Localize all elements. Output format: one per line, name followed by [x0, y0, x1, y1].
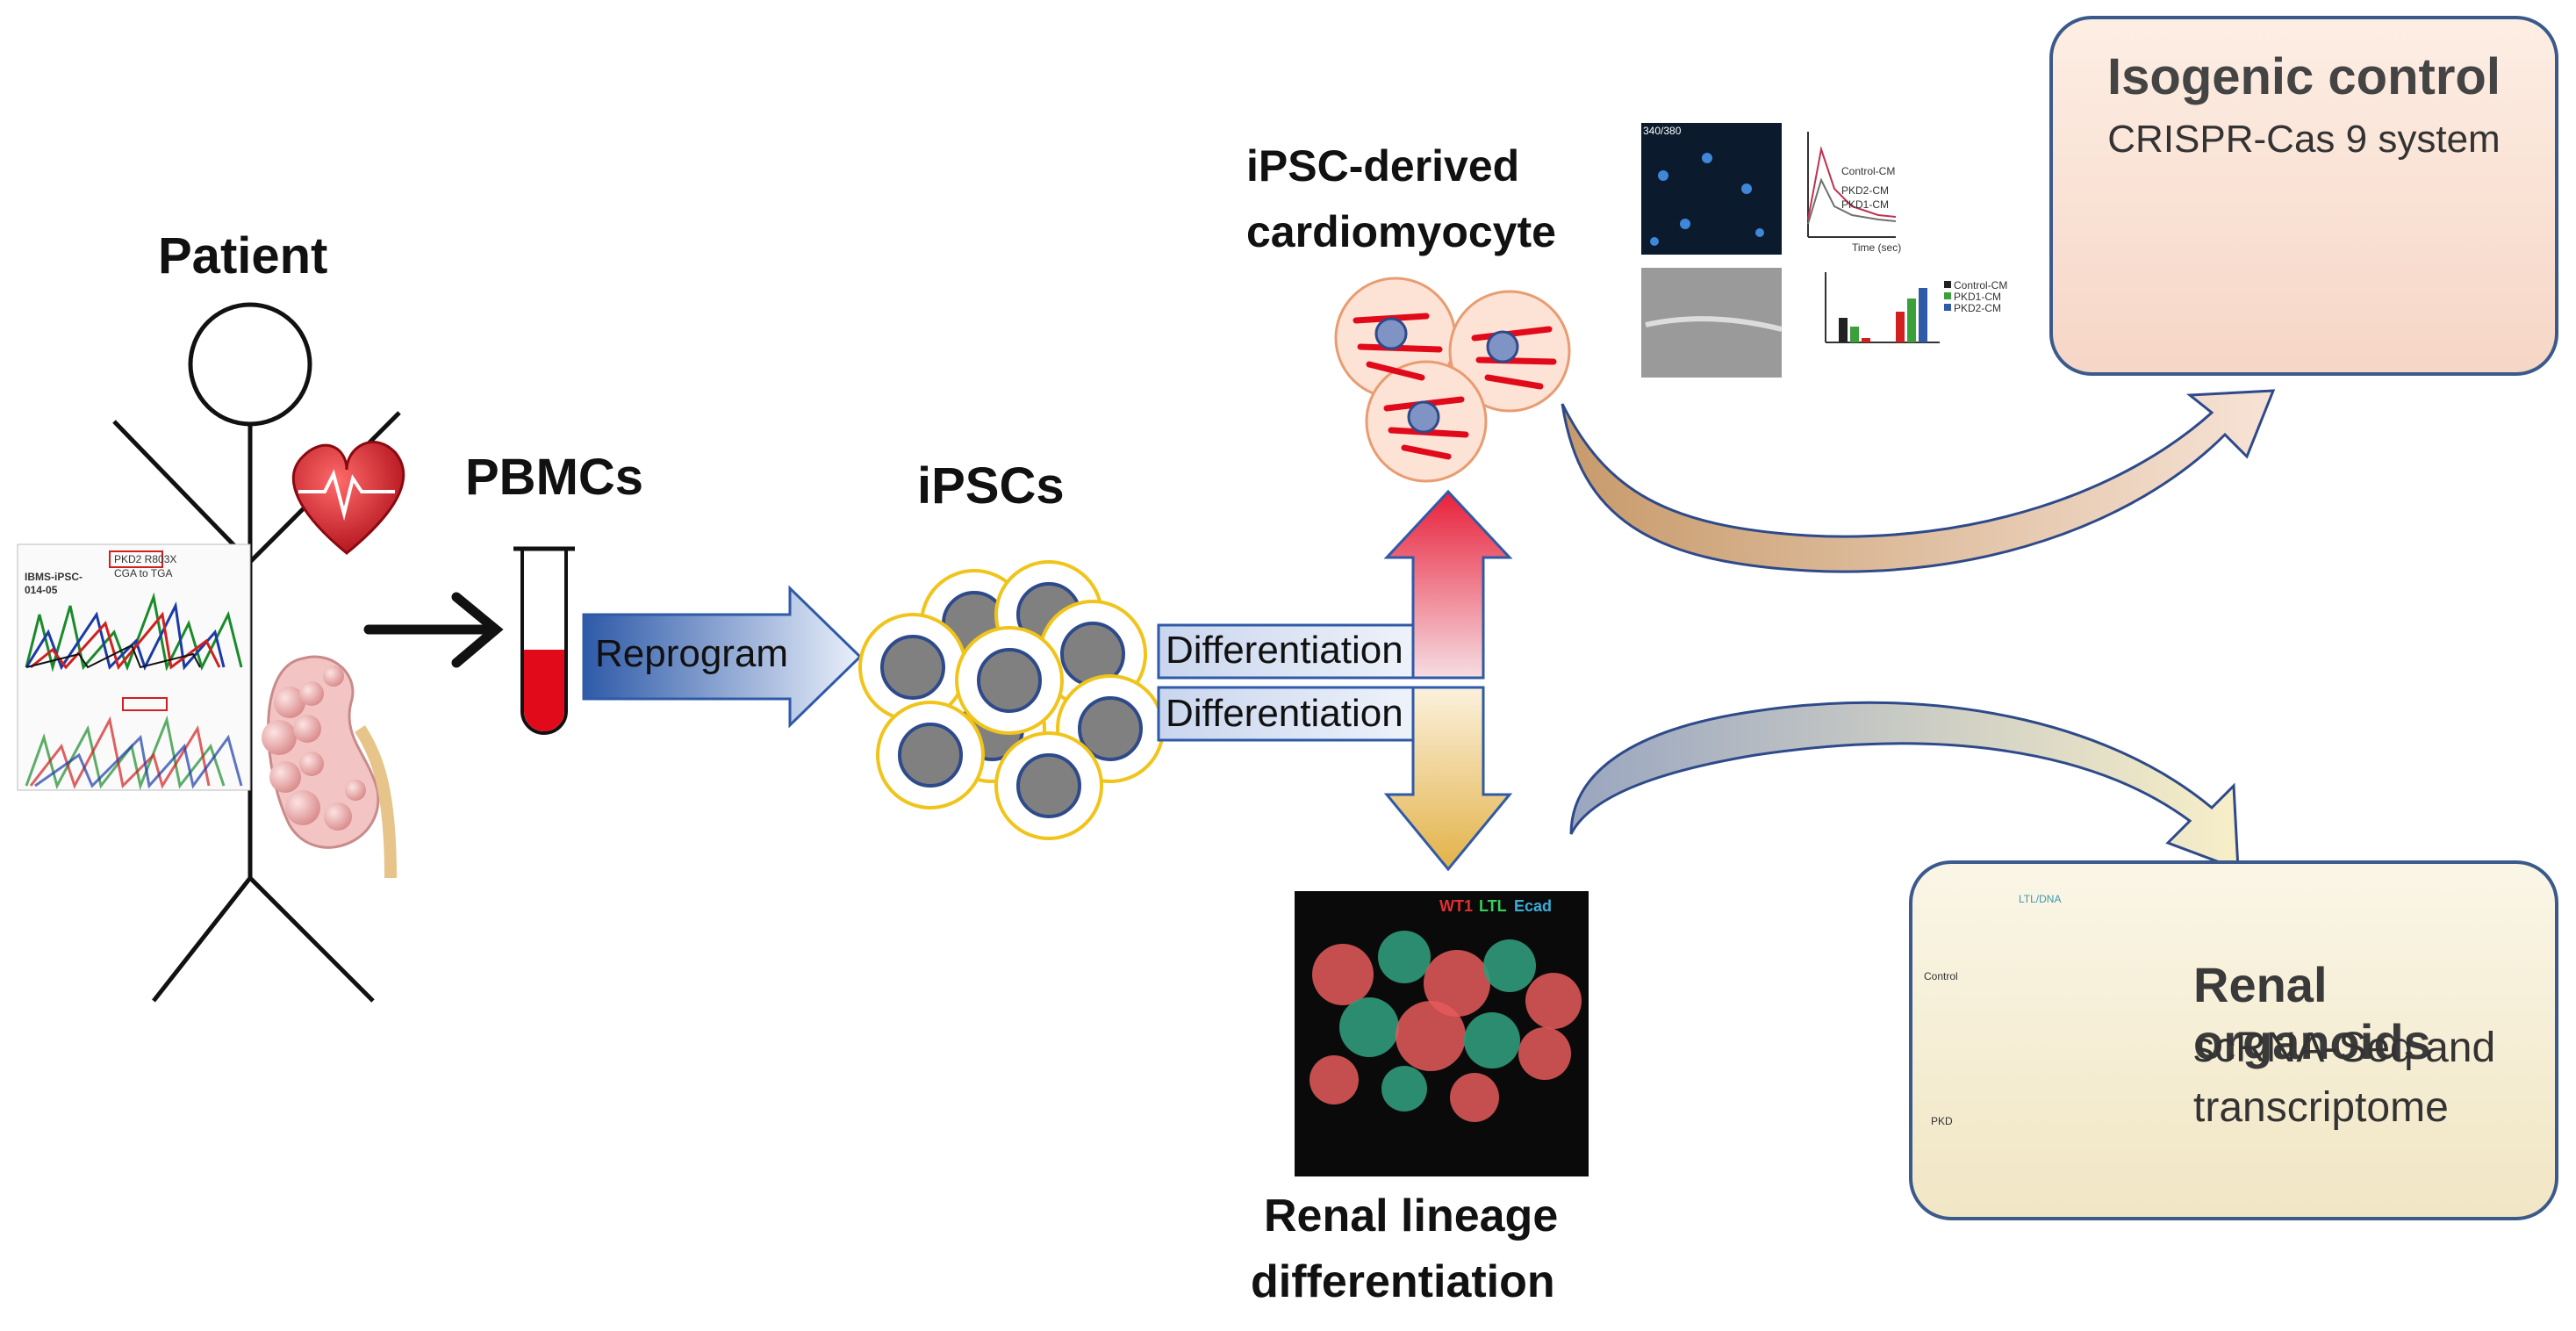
- wt1-label: WT1: [1439, 897, 1473, 915]
- calcium-line-chart: [1807, 132, 1897, 238]
- isogenic-control-box: Isogenic control CRISPR-Cas 9 system: [2049, 16, 2558, 376]
- line-legend-2: PKD2-CM: [1841, 184, 1890, 197]
- cardiomyocyte-cell-icon: [1334, 277, 1571, 483]
- isogenic-title: Isogenic control: [2107, 48, 2501, 105]
- patient-label: Patient: [158, 227, 328, 284]
- reprogram-label: Reprogram: [595, 632, 789, 675]
- renal-organoids-box: Renal organoids scRNA-Seq and transcript…: [1909, 860, 2558, 1220]
- renal-label-line1: Renal lineage: [1264, 1191, 1559, 1241]
- sample-id-line2: 014-05: [25, 584, 58, 596]
- organoid-panel-header: LTL/DNA: [2019, 893, 2062, 905]
- ratio-label: 340/380: [1643, 125, 1682, 137]
- curved-arrow-organoids: [1569, 701, 2240, 872]
- blood-tube-icon: [513, 546, 575, 735]
- line-legend-3: PKD1-CM: [1841, 198, 1890, 211]
- bar-legend-3: PKD2-CM: [1954, 302, 2002, 314]
- line-xlabel: Time (sec): [1852, 241, 1902, 254]
- curved-arrow-isogenic: [1561, 389, 2276, 573]
- kidney-icon: [262, 655, 397, 879]
- pbmcs-label: PBMCs: [465, 449, 644, 506]
- line-legend-1: Control-CM: [1841, 165, 1896, 177]
- cardio-label-line2: cardiomyocyte: [1246, 207, 1556, 256]
- bar-legend-1: Control-CM: [1954, 279, 2008, 291]
- sequencing-chromatogram: [17, 543, 251, 791]
- ecad-label: Ecad: [1514, 897, 1553, 915]
- organoid-row-control: Control: [1924, 970, 1958, 982]
- cardio-label-line1: iPSC-derived: [1246, 141, 1520, 191]
- reprogram-arrow: [582, 585, 863, 729]
- sample-id-line1: IBMS-iPSC-: [25, 571, 83, 583]
- organoids-line2: transcriptome: [2193, 1084, 2449, 1131]
- calcium-bar-chart: [1825, 272, 1951, 343]
- bar-legend-2: PKD1-CM: [1954, 291, 2002, 303]
- differentiation-down-label: Differentiation: [1166, 692, 1403, 735]
- organoid-row-pkd: PKD: [1931, 1115, 1953, 1127]
- heart-ecg-icon: [291, 441, 405, 555]
- differentiation-up-label: Differentiation: [1166, 629, 1403, 672]
- arrow-to-pbmc: [363, 592, 504, 668]
- organoids-line1: scRNA-Seq and: [2193, 1025, 2496, 1071]
- organoids-title: Renal organoids: [2193, 957, 2431, 1069]
- ipscs-label: iPSCs: [917, 457, 1065, 514]
- renal-lineage-image: [1295, 891, 1589, 1176]
- mutation-line1: PKD2 R803X: [114, 553, 177, 565]
- differentiation-up-arrow: [1157, 489, 1513, 680]
- mutation-line2: CGA to TGA: [114, 567, 173, 579]
- renal-label-line2: differentiation: [1251, 1256, 1555, 1307]
- isogenic-subtitle: CRISPR-Cas 9 system: [2107, 118, 2501, 161]
- ltl-label: LTL: [1479, 897, 1507, 915]
- ipsc-cell-icon: [858, 560, 1165, 840]
- calcium-imaging-panel: [1641, 123, 1783, 378]
- differentiation-down-arrow: [1157, 686, 1513, 872]
